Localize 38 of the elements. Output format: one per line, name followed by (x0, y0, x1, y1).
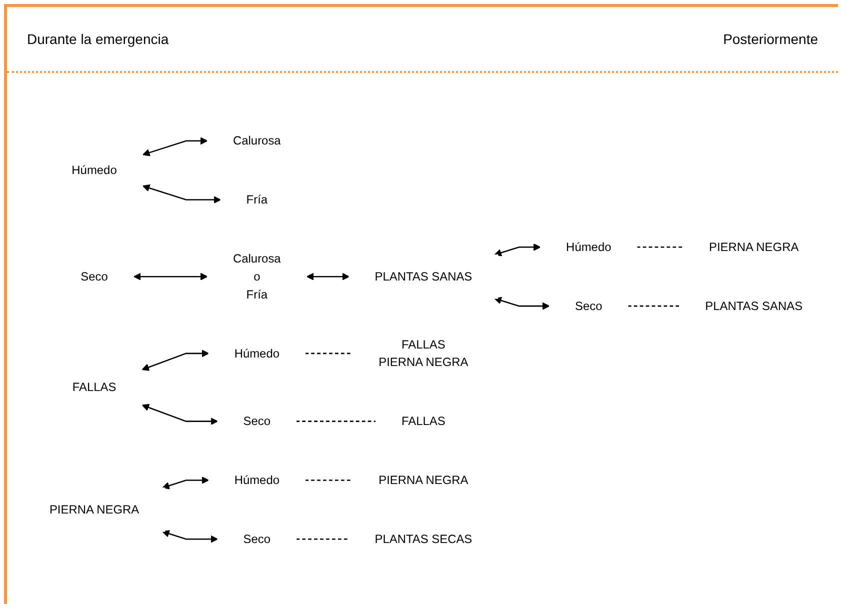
arrow (162, 530, 218, 543)
node-text: FALLAS (402, 414, 446, 428)
arrow (142, 404, 218, 426)
column-heading: Posteriormente (723, 31, 818, 47)
arrow (494, 296, 550, 310)
node-text: PLANTAS SANAS (705, 298, 803, 312)
node-text: PIERNA NEGRA (49, 502, 140, 516)
column-heading: Durante la emergencia (27, 31, 169, 47)
node-text: PLANTAS SANAS (374, 269, 472, 284)
node-text: FALLAS (72, 380, 116, 394)
connector (296, 538, 350, 540)
node-text: PIERNA NEGRA (709, 240, 799, 254)
node-text: FALLAS PIERNA NEGRA (378, 337, 468, 369)
arrow (162, 476, 210, 490)
node-text: Húmedo (72, 163, 117, 177)
node-text: Calurosa (233, 134, 281, 148)
arrow (142, 350, 210, 371)
arrow (142, 137, 208, 156)
node-text: PIERNA NEGRA (378, 472, 468, 487)
arrow (494, 243, 541, 256)
node-text: Seco (575, 298, 602, 312)
connector (628, 305, 680, 307)
node-text: Fría (246, 192, 268, 206)
connector (305, 480, 353, 481)
connector (305, 352, 353, 354)
connector (636, 246, 684, 248)
node-text: Seco (80, 269, 108, 284)
arrow (142, 184, 222, 204)
node-text: Húmedo (234, 472, 280, 487)
arrow (306, 272, 350, 280)
node-text: Seco (243, 532, 271, 546)
arrow (134, 272, 208, 280)
node-text: PLANTAS SECAS (374, 532, 472, 546)
node-text: Seco (243, 414, 271, 428)
node-text: Húmedo (566, 240, 612, 254)
node-text: Húmedo (234, 346, 280, 360)
connector (296, 420, 376, 422)
node-text: Calurosa o Fría (233, 251, 281, 301)
